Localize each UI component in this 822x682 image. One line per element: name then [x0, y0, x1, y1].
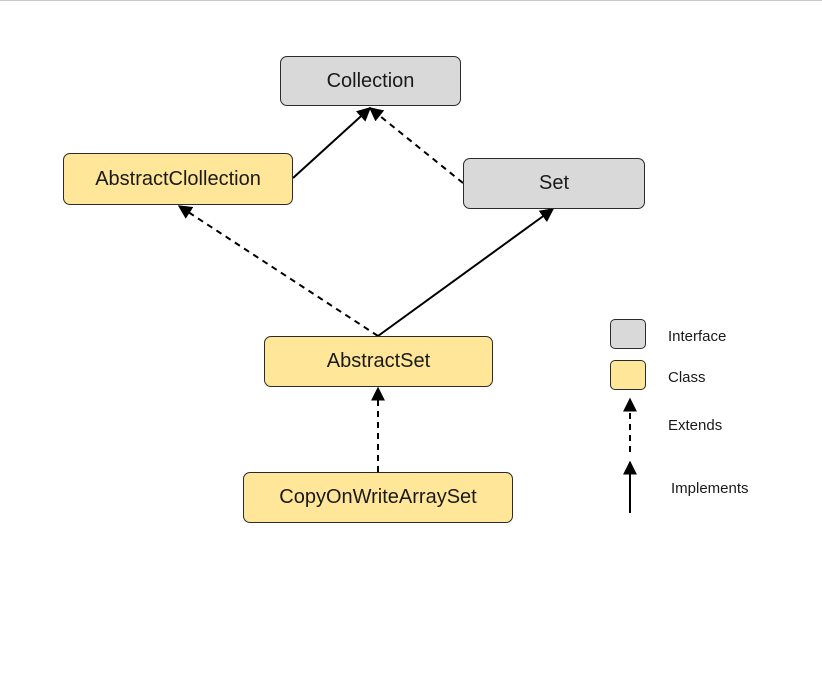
- top-border-line: [0, 0, 822, 1]
- legend-class-swatch: [610, 360, 646, 390]
- node-abstract-collection: AbstractClollection: [63, 153, 293, 205]
- edge-abstractset-to-set: [377, 208, 555, 337]
- legend-class-label: Class: [668, 369, 706, 386]
- edge-set-to-collection: [368, 107, 464, 184]
- edge-abstractcollection-to-collection: [292, 107, 372, 179]
- node-set: Set: [463, 158, 645, 209]
- node-copy-on-write-array-set: CopyOnWriteArraySet: [243, 472, 513, 523]
- edge-abstractset-to-abstractcollection: [177, 205, 379, 337]
- node-abstract-set: AbstractSet: [264, 336, 493, 387]
- legend-interface-label: Interface: [668, 328, 727, 345]
- legend-implements-label: Implements: [671, 480, 749, 497]
- node-collection: Collection: [280, 56, 461, 106]
- legend-interface-swatch: [610, 319, 646, 349]
- legend-extends-label: Extends: [668, 417, 723, 434]
